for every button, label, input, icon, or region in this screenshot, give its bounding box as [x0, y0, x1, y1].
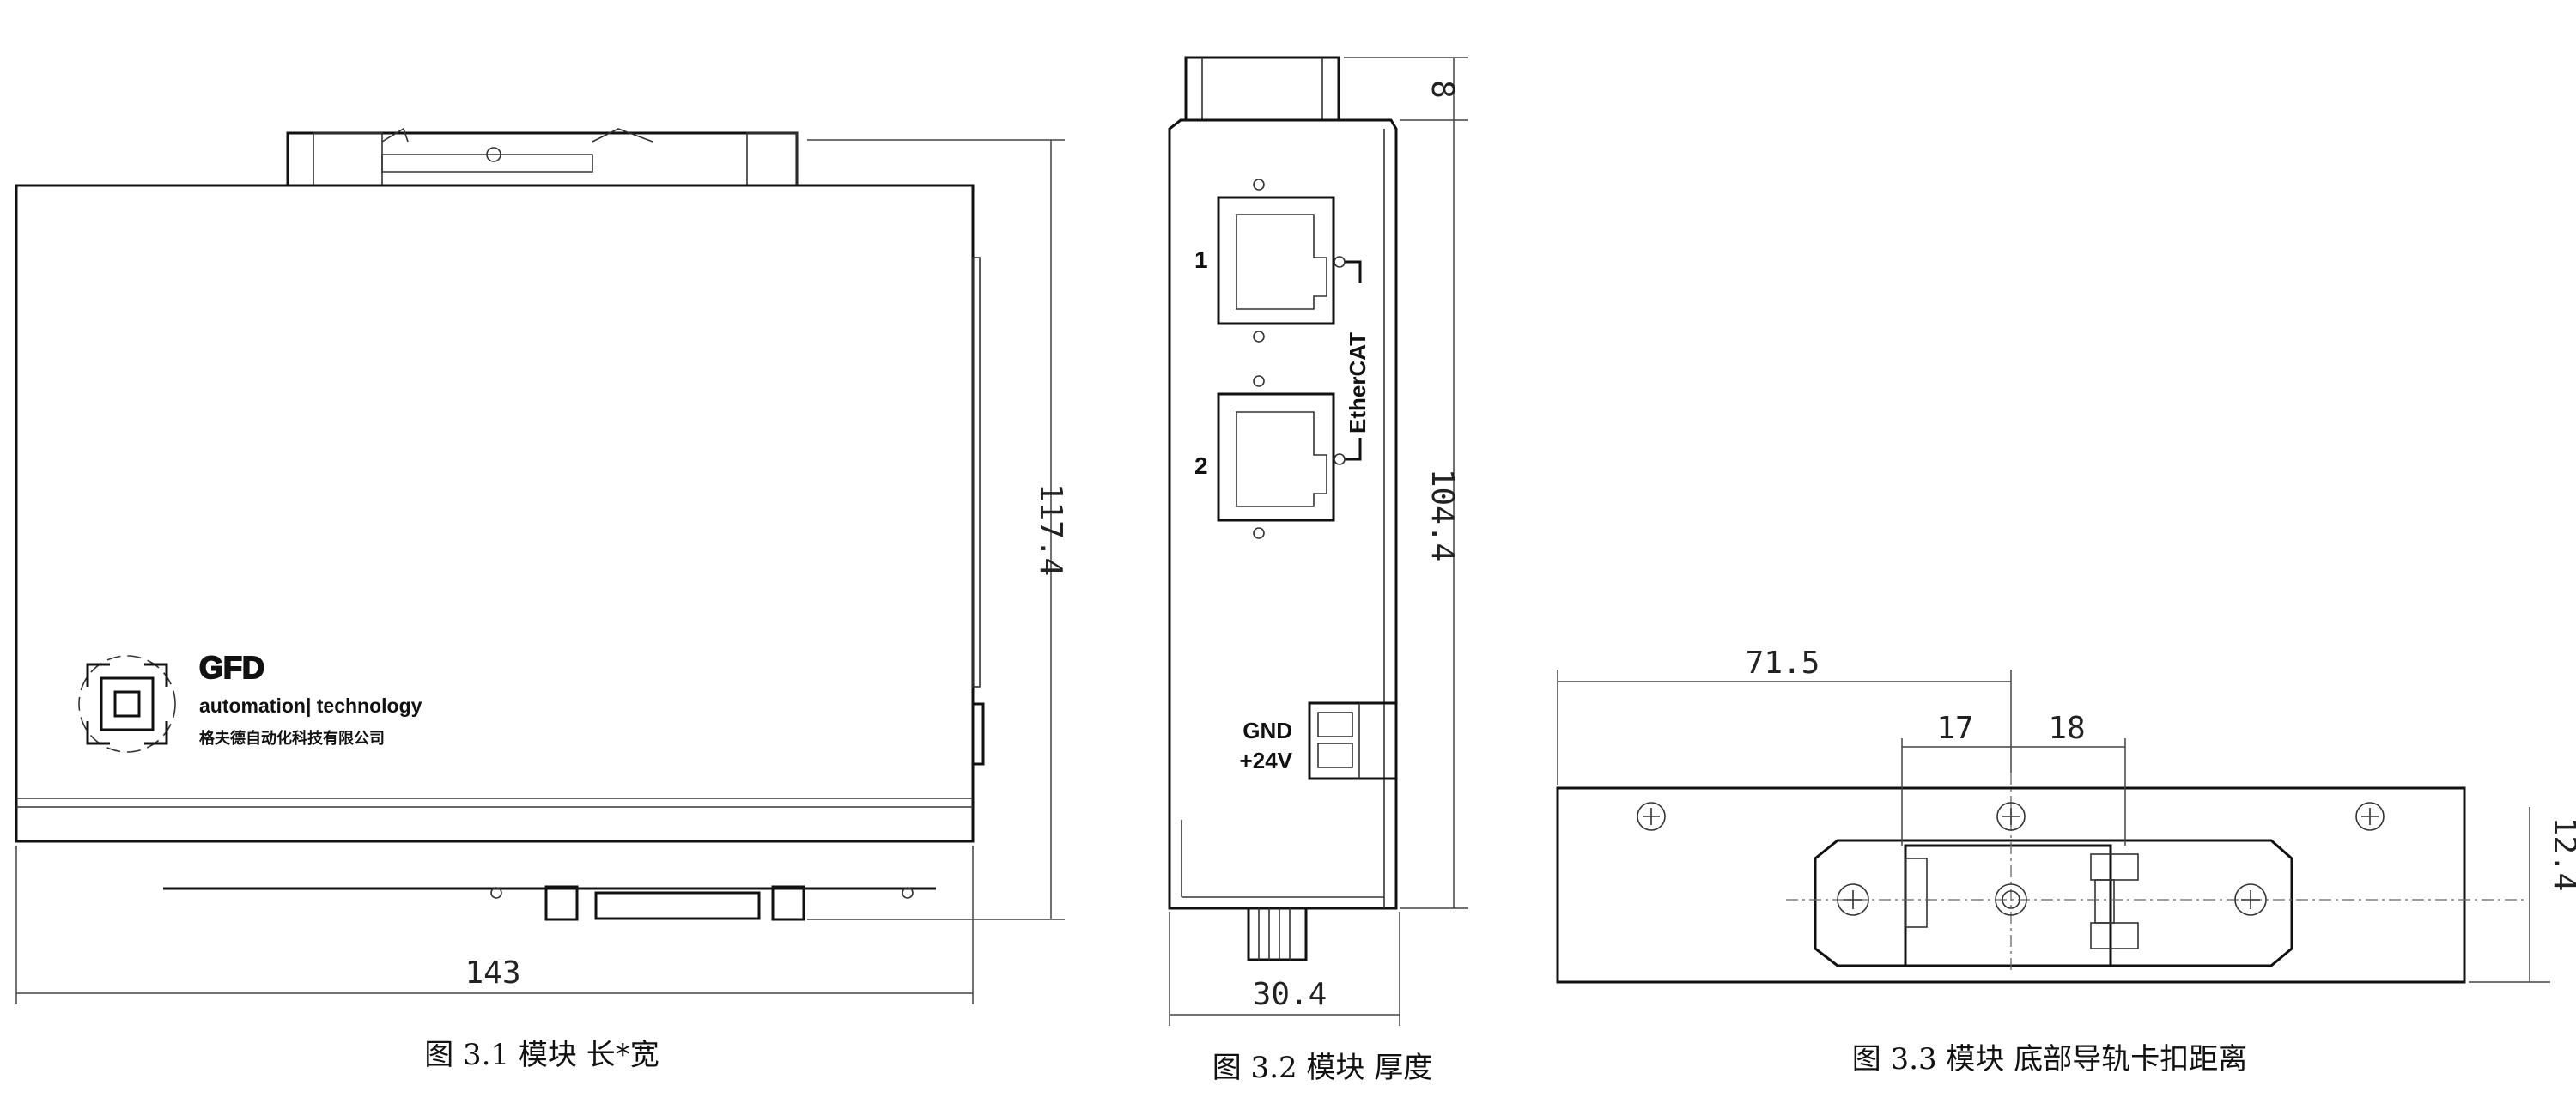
figure-3-2-side-view: 1 2 EtherCAT GND +24V 8 [1168, 56, 1468, 1085]
svg-text:8: 8 [1425, 80, 1460, 99]
top-rail-clip [286, 127, 799, 187]
figure-caption: 图 3.1 模块 长*宽 [424, 1038, 659, 1072]
figure-3-1-front-view: GFD automation| technology 格夫德自动化科技有限公司 … [15, 127, 1068, 1072]
svg-text:2: 2 [1194, 452, 1208, 479]
dimension-offset: 12.4 [2469, 807, 2576, 983]
svg-text:12.4: 12.4 [2547, 817, 2576, 892]
module-side-body [1168, 118, 1398, 910]
svg-text:30.4: 30.4 [1253, 977, 1327, 1012]
svg-text:104.4: 104.4 [1425, 469, 1460, 561]
power-terminal: GND +24V [1240, 701, 1398, 780]
dimension-side-height: 104.4 [1400, 120, 1468, 909]
ethernet-port-2: 2 [1194, 375, 1335, 539]
dimension-left: 17 [1901, 711, 2011, 846]
svg-text:18: 18 [2048, 711, 2085, 746]
figure-caption: 图 3.2 模块 厚度 [1212, 1051, 1433, 1085]
dimension-connector-height: 8 [1344, 57, 1468, 121]
svg-text:117.4: 117.4 [1033, 483, 1068, 576]
logo-brand: GFD [199, 650, 264, 685]
dimension-width: 143 [15, 846, 974, 1004]
svg-text:1: 1 [1194, 246, 1208, 273]
rail-plate [1814, 839, 2293, 967]
bottom-connectors [163, 885, 936, 921]
screw-icons [1637, 802, 2385, 916]
svg-text:71.5: 71.5 [1746, 646, 1820, 681]
dimension-height: 117.4 [807, 139, 1068, 920]
rail-latch [2090, 853, 2139, 949]
bottom-knob [1247, 907, 1308, 961]
svg-text:143: 143 [465, 955, 520, 991]
svg-text:EtherCAT: EtherCAT [1345, 332, 1370, 434]
figure-caption: 图 3.3 模块 底部导轨卡扣距离 [1852, 1042, 2248, 1077]
module-bottom-body [1556, 786, 2466, 984]
top-connector [1184, 56, 1340, 122]
gfd-emblem-icon [78, 655, 176, 753]
svg-text:+24V: +24V [1240, 748, 1293, 773]
svg-text:17: 17 [1936, 711, 1973, 746]
logo-company: 格夫德自动化科技有限公司 [199, 729, 385, 747]
figure-3-3-bottom-view: 71.5 17 18 12.4 图 3.3 模块 底部导轨卡扣距离 [1556, 646, 2576, 1077]
ethernet-port-1: 1 [1194, 179, 1335, 343]
gfd-logo: GFD automation| technology 格夫德自动化科技有限公司 [78, 649, 422, 753]
dimension-right: 18 [2011, 711, 2126, 846]
dimension-total: 71.5 [1557, 646, 2012, 785]
svg-text:GND: GND [1242, 718, 1292, 743]
logo-tagline: automation| technology [199, 694, 422, 717]
dimension-thickness: 30.4 [1169, 912, 1400, 1026]
ethercat-label: EtherCAT [1334, 256, 1370, 465]
